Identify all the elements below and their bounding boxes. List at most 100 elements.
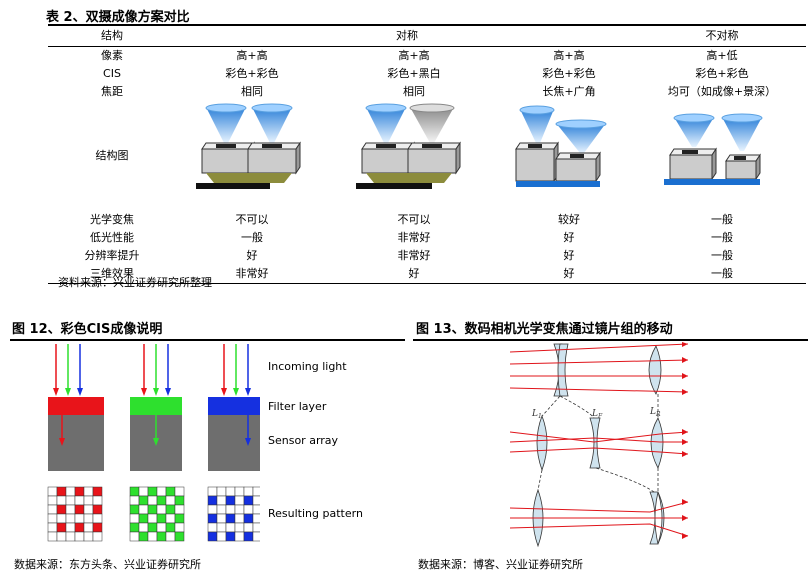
figure13-rule	[413, 339, 808, 341]
pattern-cell	[92, 486, 103, 497]
sensor-array-label: Sensor array	[268, 434, 339, 447]
table-cell: 不可以	[235, 213, 269, 226]
figure12-source: 数据来源：东方头条、兴业证券研究所	[14, 558, 201, 571]
table-cell: 一般	[711, 231, 734, 244]
table-cell: 彩色+彩色	[225, 67, 279, 80]
pattern-cell	[243, 522, 254, 533]
pattern-cell	[92, 504, 103, 515]
table-cell: 高+高	[553, 49, 585, 62]
row-label: 分辨率提升	[84, 249, 140, 262]
pattern-cell	[83, 486, 94, 497]
header-structure: 结构	[48, 24, 176, 47]
pattern-cell	[174, 504, 185, 515]
table-cell: 长焦+广角	[542, 85, 596, 98]
table-row: 光学变焦 不可以 不可以 较好 一般	[48, 211, 806, 229]
pattern-cell	[207, 495, 218, 506]
lens-label-lf: LF	[591, 409, 603, 420]
dual-camera-same-icon	[196, 103, 301, 189]
lens-label-l1: L1	[531, 409, 542, 420]
table-row: CIS 彩色+彩色 彩色+黑白 彩色+彩色 彩色+彩色	[48, 65, 806, 83]
table-cell: 好	[563, 249, 575, 262]
pattern-cell	[83, 495, 94, 506]
table-cell: 不可以	[397, 213, 431, 226]
row-label: CIS	[103, 67, 121, 80]
pattern-cell	[234, 495, 245, 506]
pattern-cell	[243, 513, 254, 524]
pattern-cell	[156, 522, 167, 533]
cis-blue-unit	[208, 344, 260, 471]
pattern-cell	[129, 531, 140, 542]
row-label: 像素	[101, 49, 123, 62]
pattern-cell	[243, 531, 254, 542]
table-cell: 非常好	[397, 231, 431, 244]
pattern-cell	[216, 486, 227, 497]
table-row: 低光性能 一般 非常好 好 一般	[48, 229, 806, 247]
pattern-cell	[56, 504, 67, 515]
pattern-cell	[207, 486, 218, 497]
comparison-table: 结构 对称 不对称 像素 高+高 高+高 高+高 高+低 CIS 彩色+彩色 彩…	[48, 24, 807, 284]
lens-top-3	[648, 345, 662, 395]
camera-module-diagram-2	[328, 101, 500, 211]
lens-mid-2	[589, 417, 601, 469]
pattern-cell	[47, 513, 58, 524]
pattern-cell	[165, 531, 176, 542]
pattern-cell	[56, 531, 67, 542]
pattern-cell	[47, 486, 58, 497]
pattern-cell	[156, 495, 167, 506]
pattern-cell	[225, 486, 236, 497]
pattern-cell	[252, 513, 260, 524]
pattern-cell	[65, 486, 76, 497]
pattern-cell	[129, 513, 140, 524]
pattern-cell	[165, 522, 176, 533]
cis-red-unit	[48, 344, 104, 471]
table-cell: 非常好	[176, 265, 328, 284]
pattern-cell	[174, 522, 185, 533]
pattern-cell	[225, 513, 236, 524]
pattern-cell	[83, 531, 94, 542]
pattern-cell	[243, 504, 254, 515]
incoming-light-label: Incoming light	[268, 360, 347, 373]
resulting-pattern-label: Resulting pattern	[268, 507, 363, 520]
pattern-cell	[147, 504, 158, 515]
pattern-cell	[83, 504, 94, 515]
pattern-cell	[74, 495, 85, 506]
pattern-cell	[65, 504, 76, 515]
lens-top-2	[557, 343, 569, 397]
row-label: 光学变焦	[90, 213, 134, 226]
pattern-cell	[65, 495, 76, 506]
pattern-cell	[147, 531, 158, 542]
pattern-cell	[174, 495, 185, 506]
table-cell: 非常好	[397, 249, 431, 262]
pattern-cell	[92, 531, 103, 542]
pattern-cell	[56, 522, 67, 533]
pattern-cell	[234, 522, 245, 533]
pattern-cell	[165, 504, 176, 515]
lens-mid-3	[650, 417, 664, 469]
pattern-cell	[138, 504, 149, 515]
pattern-cell	[243, 495, 254, 506]
pattern-cell	[174, 513, 185, 524]
table-cell: 好	[500, 265, 639, 284]
pattern-cell	[252, 531, 260, 542]
pattern-cell	[156, 531, 167, 542]
pattern-cell	[138, 522, 149, 533]
pattern-cell	[74, 504, 85, 515]
pattern-cell	[56, 486, 67, 497]
table-cell: 一般	[241, 231, 263, 244]
pattern-cell	[216, 531, 227, 542]
cis-green-unit	[130, 344, 182, 471]
pattern-cell	[147, 495, 158, 506]
row-label: 焦距	[101, 85, 123, 98]
table-source: 资料来源：兴业证券研究所整理	[58, 276, 212, 289]
pattern-cell	[252, 486, 260, 497]
table-cell: 高+高	[236, 49, 268, 62]
pattern-cell	[225, 522, 236, 533]
color-cis-diagram	[47, 344, 260, 542]
pattern-cell	[92, 495, 103, 506]
pattern-cell	[129, 495, 140, 506]
zoom-lens-diagram: L1 LF LR	[510, 342, 689, 548]
pattern-cell	[47, 522, 58, 533]
pattern-cell	[47, 531, 58, 542]
table-cell: 高+高	[398, 49, 430, 62]
table-cell: 一般	[711, 213, 734, 226]
